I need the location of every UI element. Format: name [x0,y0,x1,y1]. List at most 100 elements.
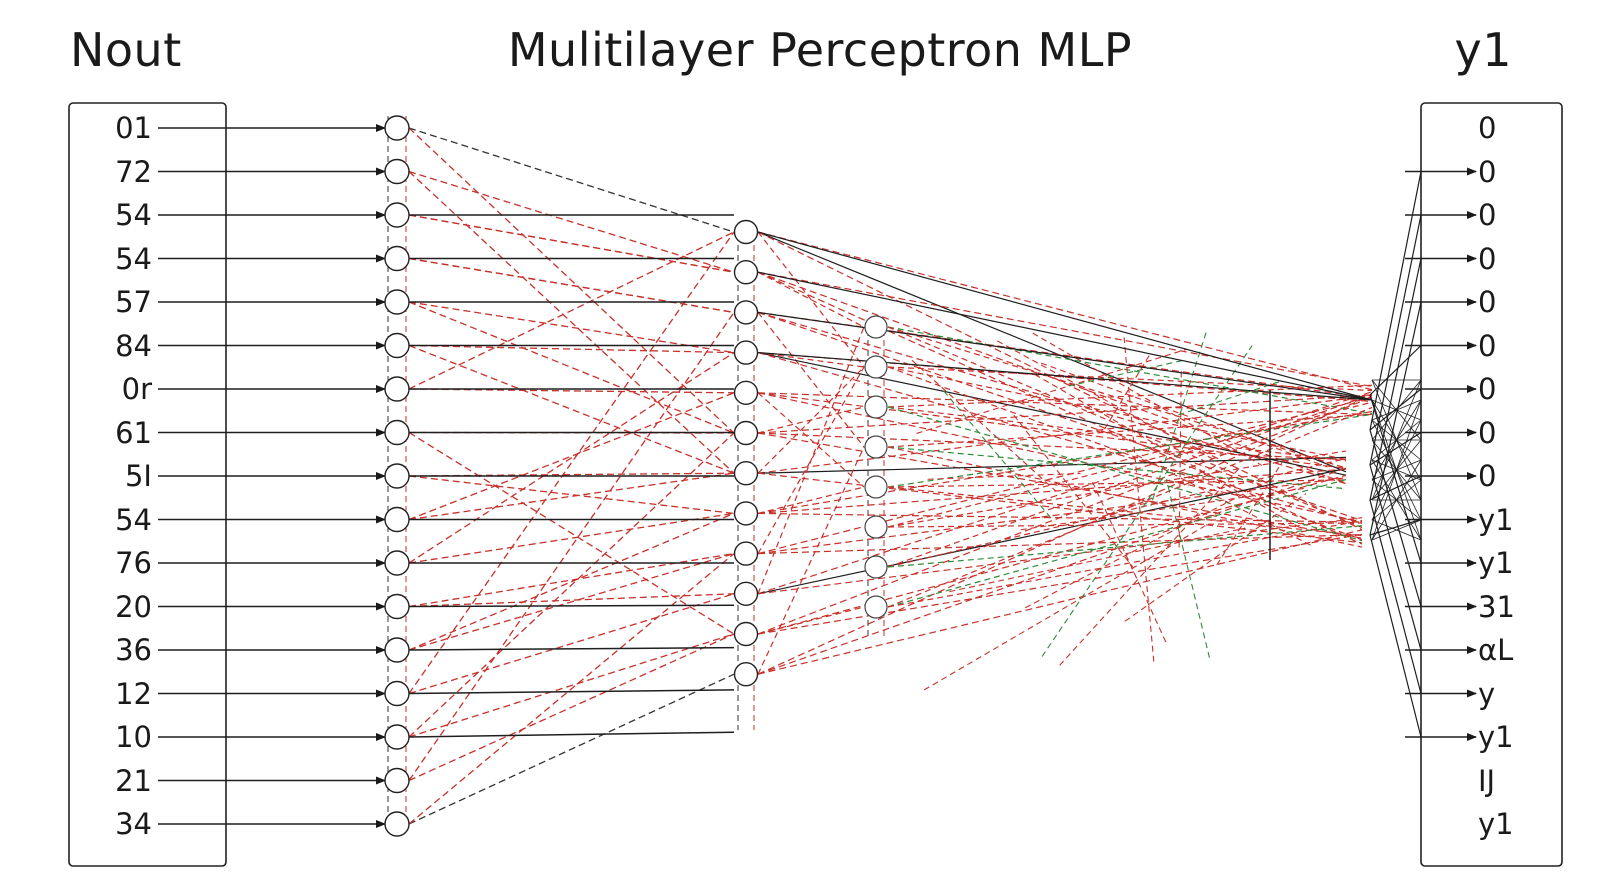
hidden-edge [757,391,1373,595]
hidden-edge [757,517,1363,595]
hidden-node [733,420,759,446]
hidden-edge [887,413,1373,448]
hidden-edge [1165,479,1210,658]
hidden-edge [1040,362,1328,468]
hidden-edge [757,311,1347,485]
input-node [384,376,410,402]
input-label: 84 [115,328,152,363]
hidden-edge [408,475,735,515]
hidden-edge [408,171,735,474]
hidden-edge [757,467,1347,595]
hidden-edge [408,552,735,608]
input-node [384,593,410,620]
hidden-edge [757,352,865,368]
hidden-edge [887,450,1347,528]
hidden-edge [887,366,1363,541]
hidden-node [864,355,888,379]
hidden-edge [408,344,735,354]
hidden-edge [408,512,735,651]
hidden-edge [757,432,1347,461]
input-node [384,724,410,750]
input-node [384,463,410,489]
output-label: 0 [1478,285,1497,319]
hidden-edge [887,520,1363,608]
hidden-edge [1104,352,1152,430]
hidden-edge [757,312,865,448]
hidden-edge [887,326,1363,529]
hidden-edge [408,689,735,695]
hidden-edge [757,231,1373,391]
hidden-edge [887,406,1373,608]
hidden-edge [1041,345,1253,657]
input-node [384,115,410,141]
input-box [68,102,227,867]
hidden-edge [757,392,1373,416]
hidden-node [733,260,759,285]
hidden-edge [408,432,735,738]
output-label: IJ [1478,763,1496,798]
output-label: αL [1478,633,1514,667]
hidden-edge [408,512,735,564]
hidden-edge [408,731,735,738]
hidden-edge [1216,461,1283,566]
hidden-edge [887,326,1373,415]
hidden-edge [757,326,865,595]
input-label: 57 [115,285,152,319]
hidden-edge [408,127,735,434]
hidden-edge [757,394,1373,474]
hidden-edge [408,472,735,477]
hidden-edge [757,606,865,635]
hidden-edge [1020,487,1304,531]
input-node [384,202,410,228]
edges-layer [387,116,1422,835]
input-node [384,245,410,272]
hidden-node [864,595,888,619]
input-label: 54 [115,198,152,232]
input-node [384,332,410,359]
hidden-edge [408,344,735,474]
input-node [384,158,410,185]
input-node [384,637,410,663]
output-heading: y1 [1454,23,1512,77]
hidden-node [733,581,759,606]
arrows-layer [158,124,1477,828]
input-heading: Nout [70,23,182,77]
input-label: 12 [115,676,152,711]
hidden-edge [408,646,735,651]
hidden-node [733,340,759,365]
output-label: y1 [1478,720,1514,754]
input-node [384,550,410,576]
hidden-edge [887,366,1347,461]
output-label: y1 [1478,502,1514,537]
hidden-edge [997,340,1219,463]
output-label: 31 [1478,589,1515,624]
hidden-edge [408,633,735,738]
hidden-edge [757,311,1373,401]
hidden-edge [408,431,735,635]
hidden-edge [408,231,735,390]
hidden-edge [1032,332,1263,466]
input-node [384,506,410,533]
hidden-edge [757,533,1363,635]
output-fan-line [1369,499,1422,694]
hidden-edge [408,392,735,521]
hidden-edge [757,467,1347,675]
input-node [384,419,410,446]
hidden-edge [408,312,735,781]
hidden-edge [887,406,1363,542]
crosshatch-line [1371,399,1422,541]
input-node [384,811,410,837]
output-label: 0 [1478,198,1497,232]
output-label: y1 [1478,546,1514,580]
hidden-edge [887,393,1373,568]
hidden-node [864,435,888,459]
diagram-title: Mulitilayer Perceptron MLP [507,23,1133,77]
output-fan-line [1369,214,1422,466]
hidden-edge [757,352,1373,401]
hidden-node [864,475,888,499]
crosshatch-line [1371,379,1422,441]
output-label: 0 [1478,111,1497,145]
input-label: 20 [115,589,152,624]
output-label: y1 [1478,807,1514,841]
hidden-edge [887,401,1373,528]
